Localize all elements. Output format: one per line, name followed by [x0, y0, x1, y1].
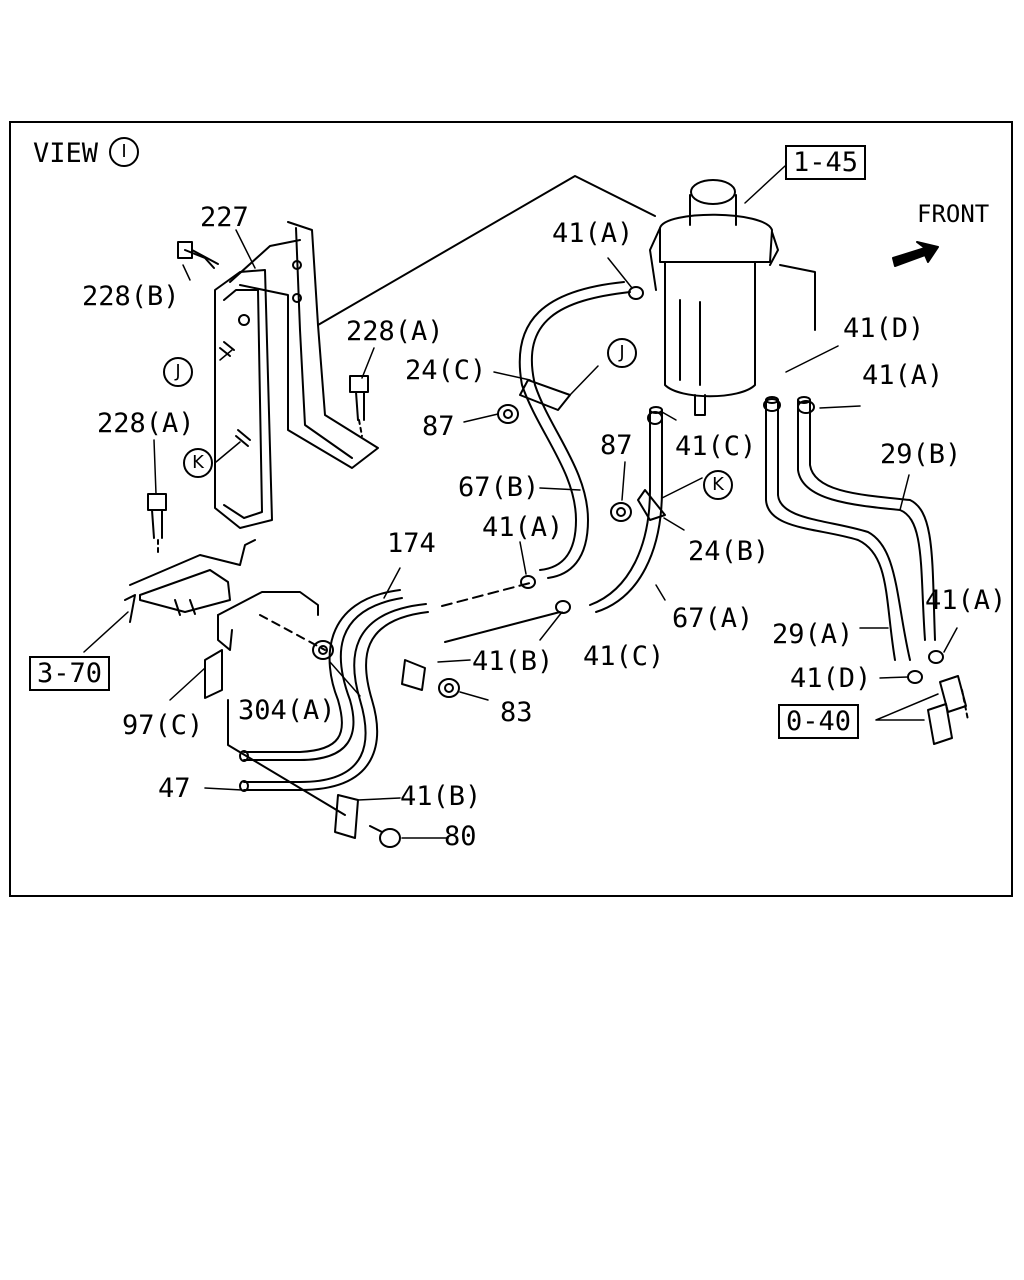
callout-87-left: 87 — [422, 411, 455, 442]
callout-41a-mid: 41(A) — [482, 512, 564, 543]
front-label: FRONT — [917, 200, 990, 228]
bolt-228a-top — [349, 375, 369, 437]
callout-228b: 228(B) — [82, 281, 180, 312]
callout-41a-far: 41(A) — [925, 585, 1007, 616]
nut-83 — [438, 678, 460, 698]
callout-174: 174 — [387, 528, 436, 559]
callout-80: 80 — [444, 821, 477, 852]
callout-41b-mid: 41(B) — [472, 646, 554, 677]
marker-k-left: K — [183, 448, 213, 478]
front-arrow-icon — [892, 241, 939, 267]
callout-228a-left: 228(A) — [97, 408, 195, 439]
stud-j — [219, 341, 235, 357]
callout-41c-mid: 41(C) — [583, 641, 665, 672]
callout-24c: 24(C) — [405, 355, 487, 386]
bolt-228b — [177, 241, 219, 269]
marker-j-left: J — [163, 357, 193, 387]
callout-41d-top: 41(D) — [843, 313, 925, 344]
nut-87-left — [497, 404, 519, 424]
callout-228a-top: 228(A) — [346, 316, 444, 347]
hose-67a — [444, 406, 663, 643]
callout-41c-top: 41(C) — [675, 431, 757, 462]
view-id-marker: I — [109, 137, 139, 167]
bolt-80 — [369, 825, 401, 848]
callout-67b: 67(B) — [458, 472, 540, 503]
diagram-frame — [9, 121, 1013, 897]
callout-83: 83 — [500, 697, 533, 728]
bracket-227 — [214, 221, 379, 529]
marker-j-right: J — [607, 338, 637, 368]
nut-304a — [312, 640, 334, 660]
marker-k-right: K — [703, 470, 733, 500]
hose-67b — [441, 281, 631, 607]
bracket-assembly-3-70 — [124, 539, 256, 623]
fuel-filter-1-45 — [649, 179, 816, 416]
callout-29a: 29(A) — [772, 619, 854, 650]
ref-box-3-70[interactable]: 3-70 — [29, 656, 111, 691]
ref-box-0-40[interactable]: 0-40 — [778, 704, 860, 739]
view-prefix: VIEW — [33, 138, 99, 169]
routing-leader-line — [317, 175, 656, 326]
callout-47: 47 — [158, 773, 191, 804]
callout-41b-bot: 41(B) — [400, 781, 482, 812]
stubs-0-40 — [927, 675, 969, 745]
callout-41d-bot: 41(D) — [790, 663, 872, 694]
clamps — [334, 286, 944, 839]
view-title: VIEW — [33, 140, 98, 167]
leader-lines — [83, 165, 958, 839]
callout-87-right: 87 — [600, 430, 633, 461]
callout-41a-right: 41(A) — [862, 360, 944, 391]
callout-97c: 97(C) — [122, 710, 204, 741]
ref-box-1-45[interactable]: 1-45 — [785, 145, 867, 180]
stud-k — [235, 429, 251, 447]
callout-29b: 29(B) — [880, 439, 962, 470]
callout-24b: 24(B) — [688, 536, 770, 567]
callout-67a: 67(A) — [672, 603, 754, 634]
hose-174 — [239, 589, 429, 792]
bolt-228a-left — [147, 493, 167, 553]
callout-41a-top: 41(A) — [552, 218, 634, 249]
nut-87-right — [610, 502, 632, 522]
callout-304a: 304(A) — [238, 695, 336, 726]
callout-227: 227 — [200, 202, 249, 233]
